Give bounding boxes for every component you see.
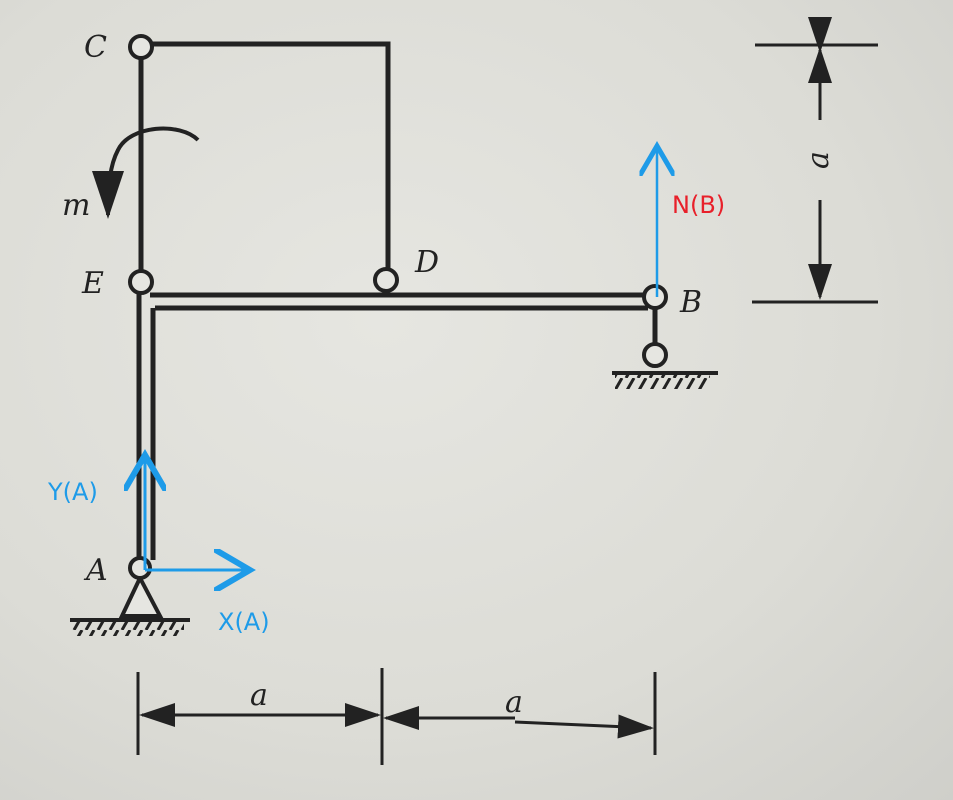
force-ya-label: Y(A) — [47, 478, 98, 506]
force-xa-label: X(A) — [218, 608, 270, 636]
force-nb-label: N(B) — [672, 191, 725, 219]
label-a: A — [83, 553, 108, 588]
hinge-c — [128, 34, 154, 60]
label-c: C — [84, 30, 107, 65]
dimension-horizontal — [136, 668, 657, 765]
hinge-b — [642, 284, 668, 310]
column-a — [136, 293, 156, 560]
support-a — [70, 556, 190, 636]
dim-label-vertical: a — [801, 151, 836, 169]
member-cd — [152, 41, 391, 270]
label-b: B — [679, 285, 702, 320]
beam-eb — [150, 292, 648, 311]
label-m: m — [62, 188, 90, 223]
hinge-d — [373, 267, 399, 293]
hinge-e — [128, 269, 154, 295]
dim-label-left: a — [250, 678, 268, 713]
label-e: E — [81, 266, 104, 301]
dimension-vertical — [752, 17, 878, 304]
moment-arrow-icon — [92, 126, 200, 219]
support-b — [612, 308, 718, 389]
hinges — [128, 34, 668, 310]
dim-label-right: a — [505, 685, 523, 720]
label-d: D — [414, 245, 439, 280]
